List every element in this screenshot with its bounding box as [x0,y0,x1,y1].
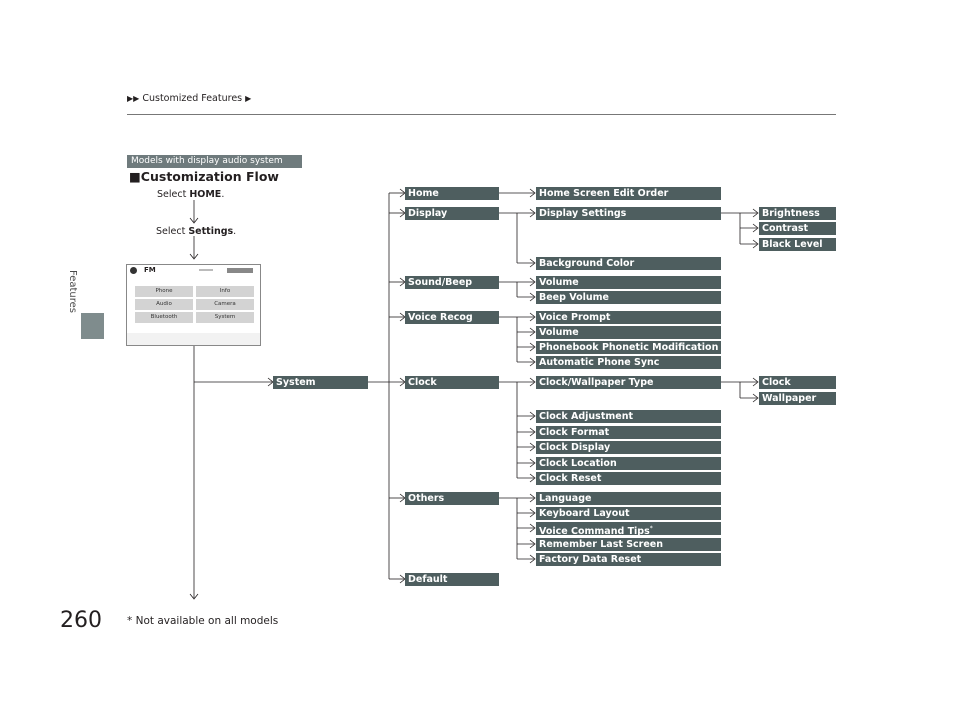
item-keyboard-layout: Keyboard Layout [536,507,721,520]
item-language: Language [536,492,721,505]
screen-band: FM [144,266,156,274]
screen-status-bar: FM [127,265,260,277]
category-display: Display [405,207,499,220]
item-volume: Volume [536,276,721,289]
chapter-tab [81,313,104,339]
item-remember-last-screen: Remember Last Screen [536,538,721,551]
page-number: 260 [60,608,102,633]
category-default: Default [405,573,499,586]
screen-button: System [196,312,254,323]
note-suffix: . [221,189,225,200]
note-bold: Settings [188,226,234,237]
models-badge: Models with display audio system [127,155,302,168]
item-clock-location: Clock Location [536,457,721,470]
item-home-screen-edit-order: Home Screen Edit Order [536,187,721,200]
footnote: * Not available on all models [127,615,279,627]
category-home: Home [405,187,499,200]
item-brightness: Brightness [759,207,836,220]
category-voice-recog: Voice Recog [405,311,499,324]
screen-button: Audio [135,299,193,310]
breadcrumb-end-arrow: ▶ [245,94,252,103]
item-clock-wallpaper-type: Clock/Wallpaper Type [536,376,721,389]
item-background-color: Background Color [536,257,721,270]
screen-button: Camera [196,299,254,310]
select-home-note: Select HOME. [157,189,224,200]
category-sound-beep: Sound/Beep [405,276,499,289]
home-screen-thumbnail: FM Phone Info Audio Camera Bluetooth Sys… [126,264,261,346]
screen-button: Phone [135,286,193,297]
item-factory-data-reset: Factory Data Reset [536,553,721,566]
screen-bottom-band [127,333,260,345]
category-others: Others [405,492,499,505]
header-rule [127,114,836,115]
flow-heading: ■Customization Flow [129,169,279,184]
select-settings-note: Select Settings. [156,226,236,237]
breadcrumb: ▶▶ Customized Features ▶ [127,93,251,104]
system-box: System [273,376,368,389]
note-bold: HOME [189,189,222,200]
note-prefix: Select [157,189,190,200]
item-voice-command-tips: Voice Command Tips* [536,522,721,535]
screen-button: Bluetooth [135,312,193,323]
item-clock-adjustment: Clock Adjustment [536,410,721,423]
item-voice-command-tips-label: Voice Command Tips [539,526,650,535]
category-clock: Clock [405,376,499,389]
item-clock-format: Clock Format [536,426,721,439]
item-wallpaper: Wallpaper [759,392,836,405]
item-display-settings: Display Settings [536,207,721,220]
item-clock-reset: Clock Reset [536,472,721,485]
screen-button: Info [196,286,254,297]
item-black-level: Black Level [759,238,836,251]
item-beep-volume: Beep Volume [536,291,721,304]
item-clock: Clock [759,376,836,389]
item-clock-display: Clock Display [536,441,721,454]
note-suffix: . [233,226,237,237]
item-voice-prompt: Voice Prompt [536,311,721,324]
item-volume: Volume [536,326,721,339]
home-icon [130,267,137,274]
item-contrast: Contrast [759,222,836,235]
footnote-mark: * [649,525,653,532]
note-prefix: Select [156,226,189,237]
breadcrumb-text: Customized Features [142,93,243,104]
breadcrumb-arrows: ▶▶ [127,94,140,103]
item-phonebook-phonetic-modification: Phonebook Phonetic Modification [536,341,721,354]
item-automatic-phone-sync: Automatic Phone Sync [536,356,721,369]
screen-status-icons [227,268,253,273]
screen-status-indicator [199,269,213,271]
